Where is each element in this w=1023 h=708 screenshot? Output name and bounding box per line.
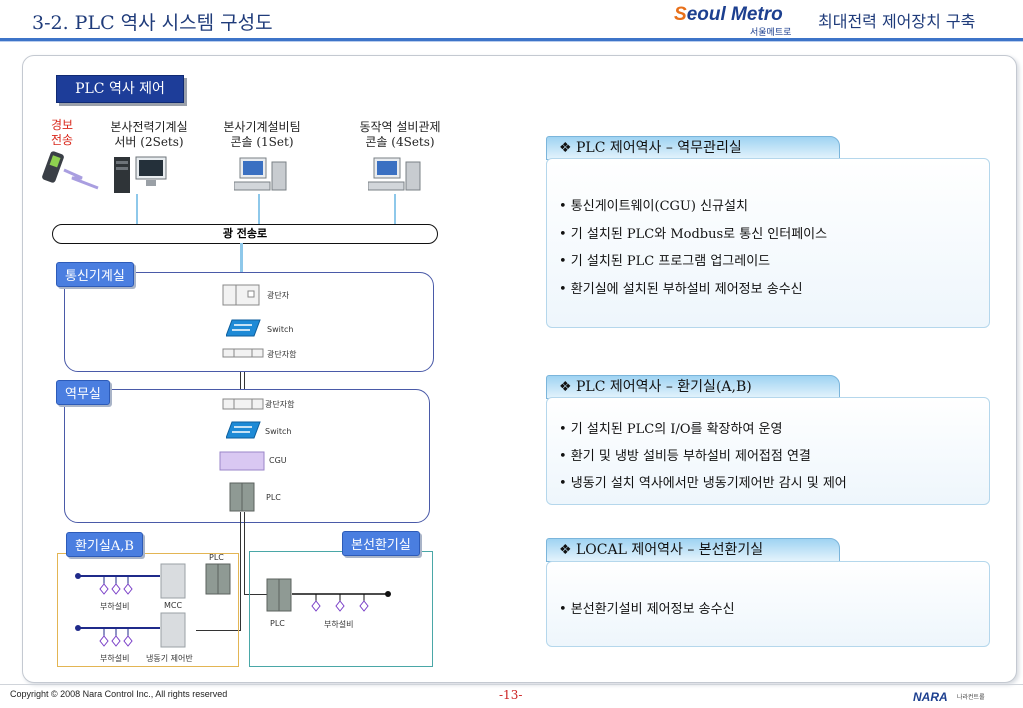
panel-bullet: • 환기실에 설치된 부하설비 제어정보 송수신	[559, 282, 803, 297]
mobile-phone-icon	[42, 151, 99, 190]
panel-bullet: • 본선환기설비 제어정보 송수신	[559, 602, 735, 617]
panel-bullet: • 기 설치된 PLC 프로그램 업그레이드	[559, 254, 771, 269]
optical-box-label: 광단자함	[267, 350, 297, 359]
plc-cabinet-icon	[205, 563, 231, 595]
header-divider-light	[0, 41, 1023, 42]
logo-subtext: 서울메트로	[750, 28, 792, 38]
optical-trunk	[240, 243, 243, 283]
network-switch-icon	[226, 319, 261, 337]
switch-label: Switch	[267, 325, 294, 334]
panel-bullet: • 환기 및 냉방 설비등 부하설비 제어접점 연결	[559, 449, 811, 464]
panel-body-vent: • 기 설치된 PLC의 I/O를 확장하여 운영 • 환기 및 냉방 설비등 …	[546, 397, 990, 505]
console-computer-icon	[368, 157, 421, 191]
chiller-panel-icon	[160, 612, 186, 648]
optical-box-icon	[222, 398, 264, 410]
panel-bullet: • 통신게이트웨이(CGU) 신규설치	[559, 199, 748, 214]
load-equipment-icon	[292, 591, 391, 612]
mcc-cabinet-icon	[160, 563, 186, 599]
seoul-metro-logo: Seoul Metro 서울메트로	[666, 2, 816, 38]
diagram-title: PLC 역사 제어	[56, 75, 184, 103]
network-switch-icon	[226, 421, 261, 439]
project-title: 최대전력 제어장치 구축	[818, 12, 976, 31]
server-computer-icon	[114, 156, 167, 193]
plc-cabinet-icon	[266, 578, 292, 612]
footer-divider	[0, 684, 1023, 685]
server-link	[136, 194, 138, 225]
page-number: -13-	[499, 688, 523, 702]
cgu-label: CGU	[269, 456, 287, 465]
vent-plc-label: PLC	[209, 553, 224, 562]
main-vent-room-box	[249, 551, 433, 667]
header-divider	[0, 38, 1023, 41]
load-label: 부하설비	[100, 654, 130, 663]
main-vent-plc-label: PLC	[270, 619, 285, 628]
load-equipment-icon	[75, 625, 160, 647]
logo-text: Seoul Metro	[674, 4, 783, 25]
station-room-label: 역무실	[56, 380, 110, 405]
page-title: 3-2. PLC 역사 시스템 구성도	[32, 12, 273, 34]
optical-box-icon	[222, 348, 264, 358]
comm-room-label: 통신기계실	[56, 262, 134, 287]
nara-logo: NARA	[913, 690, 948, 704]
panel-heading-vent: ❖ PLC 제어역사 – 환기실(A,B)	[546, 375, 840, 399]
mcc-label: MCC	[164, 601, 183, 610]
panel-heading-station: ❖ PLC 제어역사 – 역무관리실	[546, 136, 840, 160]
plc-wire	[244, 512, 245, 594]
plc-cabinet-icon	[229, 482, 255, 512]
panel-bullet: • 기 설치된 PLC와 Modbus로 통신 인터페이스	[559, 227, 828, 242]
plc-wire	[244, 594, 272, 595]
plc-label: PLC	[266, 493, 281, 502]
panel-heading-local: ❖ LOCAL 제어역사 – 본선환기실	[546, 538, 840, 562]
main-vent-room-label: 본선환기실	[342, 531, 420, 556]
optical-bus: 광 전송로	[52, 224, 438, 244]
main-vent-load-label: 부하설비	[324, 620, 354, 629]
console-computer-icon	[234, 157, 287, 191]
optical-terminal-icon	[222, 284, 260, 306]
vent-room-label: 환기실A,B	[66, 532, 143, 557]
panel-body-station: • 통신게이트웨이(CGU) 신규설치 • 기 설치된 PLC와 Modbus로…	[546, 158, 990, 328]
plc-wire	[240, 512, 241, 630]
panel-body-local: • 본선환기설비 제어정보 송수신	[546, 561, 990, 647]
copyright-text: Copyright © 2008 Nara Control Inc., All …	[10, 689, 228, 699]
console1-link	[258, 194, 260, 225]
optical-box-label: 광단자함	[265, 400, 295, 409]
load-equipment-icon	[75, 573, 160, 595]
switch-label: Switch	[265, 427, 292, 436]
console2-link	[394, 194, 396, 225]
cgu-device-icon	[219, 451, 265, 471]
panel-bullet: • 냉동기 설치 역사에서만 냉동기제어반 감시 및 제어	[559, 476, 847, 491]
chiller-label: 냉동기 제어반	[146, 654, 193, 663]
vent-room-box	[57, 553, 239, 667]
optical-terminal-label: 광단자	[267, 291, 290, 300]
load-label: 부하설비	[100, 602, 130, 611]
nara-logo-sub: 나라컨트롤	[957, 694, 985, 701]
panel-bullet: • 기 설치된 PLC의 I/O를 확장하여 운영	[559, 422, 783, 437]
plc-wire	[196, 630, 241, 631]
